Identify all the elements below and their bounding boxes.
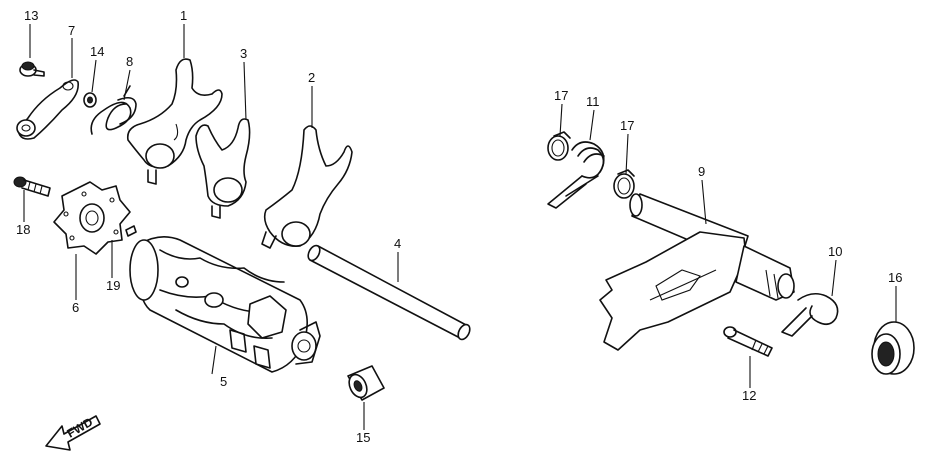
callout-3: 3 (240, 46, 247, 61)
part-16-oil-seal (871, 321, 915, 375)
part-17-clip-left (547, 131, 571, 161)
callout-numbers: 13 7 14 8 1 3 2 4 5 6 19 18 15 17 11 17 … (16, 8, 902, 445)
callout-16: 16 (888, 270, 902, 285)
callout-17b: 17 (620, 118, 634, 133)
callout-12: 12 (742, 388, 756, 403)
callout-13: 13 (24, 8, 38, 23)
callout-5: 5 (220, 374, 227, 389)
callout-4: 4 (394, 236, 401, 251)
part-5-shift-drum (129, 236, 321, 373)
callout-17a: 17 (554, 88, 568, 103)
part-18-bolt (13, 176, 51, 197)
callout-7: 7 (68, 23, 75, 38)
part-19-pin (125, 225, 137, 237)
part-17-clip-right (613, 169, 635, 199)
part-4-fork-shaft (307, 244, 471, 341)
callout-8: 8 (126, 54, 133, 69)
callout-2: 2 (308, 70, 315, 85)
part-6-star-plate (53, 181, 131, 255)
part-12-bolt (723, 326, 773, 357)
part-1-shift-fork (126, 58, 223, 185)
callout-9: 9 (698, 164, 705, 179)
part-10-spring-clip (781, 292, 839, 337)
part-11-return-spring (547, 141, 605, 209)
part-14-washer (83, 92, 97, 108)
part-9-shift-spindle (599, 193, 795, 351)
callout-14: 14 (90, 44, 104, 59)
part-2-shift-fork (261, 125, 353, 249)
leader-lines (23, 24, 897, 430)
part-8-spring (90, 85, 137, 135)
callout-10: 10 (828, 244, 842, 259)
fwd-arrow: FWD (45, 415, 101, 451)
callout-1: 1 (180, 8, 187, 23)
callout-19: 19 (106, 278, 120, 293)
callout-18: 18 (16, 222, 30, 237)
callout-15: 15 (356, 430, 370, 445)
callout-11: 11 (586, 94, 600, 109)
part-15-collar (347, 365, 385, 401)
part-7-stopper-arm (16, 79, 79, 140)
part-3-shift-fork (195, 118, 251, 219)
callout-6: 6 (72, 300, 79, 315)
part-13-bolt (19, 61, 45, 77)
